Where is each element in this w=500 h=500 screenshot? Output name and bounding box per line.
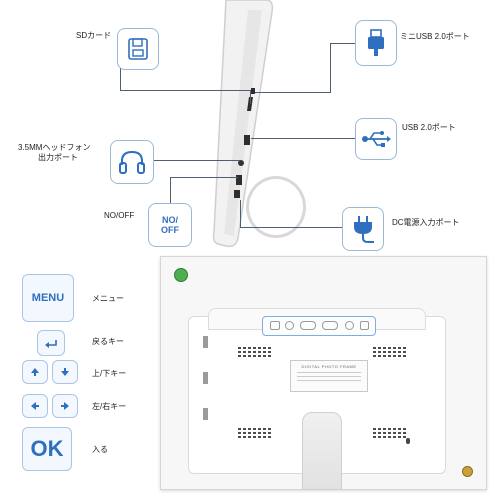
speaker-grille xyxy=(238,428,271,438)
control-button-dot xyxy=(322,321,338,330)
left-button[interactable] xyxy=(22,394,48,418)
on-off-label: NO/OFF xyxy=(104,211,135,220)
mini-usb-slot xyxy=(251,88,255,94)
ok-button[interactable]: OK xyxy=(22,427,72,471)
left-arrow-icon xyxy=(31,402,39,410)
mini-usb-icon xyxy=(368,29,384,56)
headphone-label-line2: 出力ポート xyxy=(38,153,78,162)
leader-line xyxy=(330,43,360,44)
back-arrow-icon xyxy=(45,340,57,348)
menu-label: メニュー xyxy=(92,294,124,303)
leader-line xyxy=(255,92,331,93)
switch-text-line2: OFF xyxy=(161,225,179,235)
back-label: 戻るキー xyxy=(92,337,124,346)
control-button-dot xyxy=(270,321,280,330)
mini-usb-icon-box xyxy=(355,20,397,66)
leader-line xyxy=(170,177,171,207)
usb-label: USB 2.0ポート xyxy=(402,123,456,132)
down-arrow-icon xyxy=(61,368,69,376)
brand-text: DIGITAL PHOTO FRAME xyxy=(301,364,357,369)
rating-label-plate: DIGITAL PHOTO FRAME xyxy=(290,360,368,392)
back-button[interactable] xyxy=(37,330,65,356)
speaker-grille xyxy=(373,347,406,357)
dc-plug-icon xyxy=(354,216,374,243)
headphone-label-line1: 3.5MMヘッドフォン xyxy=(18,143,91,152)
control-button-dot xyxy=(345,321,354,330)
stand-ring xyxy=(246,176,306,238)
usb-slot xyxy=(244,135,250,145)
leader-line xyxy=(120,90,250,91)
control-button-dot xyxy=(300,321,316,330)
enter-label: 入る xyxy=(92,445,108,454)
leader-line xyxy=(251,138,358,139)
menu-button[interactable]: MENU xyxy=(22,274,74,322)
leader-line xyxy=(330,43,331,93)
up-arrow-icon xyxy=(31,368,39,376)
sd-card-icon-box xyxy=(117,28,159,70)
usb-icon xyxy=(362,131,391,147)
leader-line xyxy=(240,200,241,227)
leader-line xyxy=(240,227,360,228)
switch-text-line1: NO/ xyxy=(161,215,178,225)
right-button[interactable] xyxy=(52,394,78,418)
keyhole xyxy=(406,438,410,444)
usb-icon-box xyxy=(355,118,397,160)
sd-card-label: SDカード xyxy=(76,31,112,40)
control-button-dot xyxy=(285,321,294,330)
headphone-jack xyxy=(238,160,244,166)
dc-plug-icon-box xyxy=(342,207,384,251)
leader-line xyxy=(120,64,121,90)
dc-port xyxy=(234,190,240,198)
dc-power-label: DC電源入力ポート xyxy=(392,218,460,227)
headphone-icon xyxy=(119,150,145,174)
headphone-icon-box xyxy=(110,140,154,184)
speaker-grille xyxy=(373,428,406,438)
green-sticker xyxy=(174,268,188,282)
power-switch-icon: NO/ OFF xyxy=(148,203,192,247)
ok-button-text: OK xyxy=(30,436,64,461)
side-view-frame xyxy=(208,0,278,250)
up-button[interactable] xyxy=(22,360,48,384)
leader-line xyxy=(152,160,240,161)
right-arrow-icon xyxy=(61,402,69,410)
leader-line xyxy=(250,90,251,104)
power-switch-slot xyxy=(236,175,242,185)
up-down-label: 上/下キー xyxy=(92,369,127,378)
leader-line xyxy=(170,177,238,178)
frame-stand xyxy=(302,412,342,490)
sd-card-icon xyxy=(128,38,148,60)
corner-screw xyxy=(462,466,473,477)
menu-button-text: MENU xyxy=(31,292,65,304)
left-right-label: 左/右キー xyxy=(92,402,127,411)
down-button[interactable] xyxy=(52,360,78,384)
side-port-marks xyxy=(203,336,209,432)
mini-usb-label: ミニUSB 2.0ポート xyxy=(400,32,470,41)
speaker-grille xyxy=(238,347,271,357)
control-button-dot xyxy=(360,321,369,330)
